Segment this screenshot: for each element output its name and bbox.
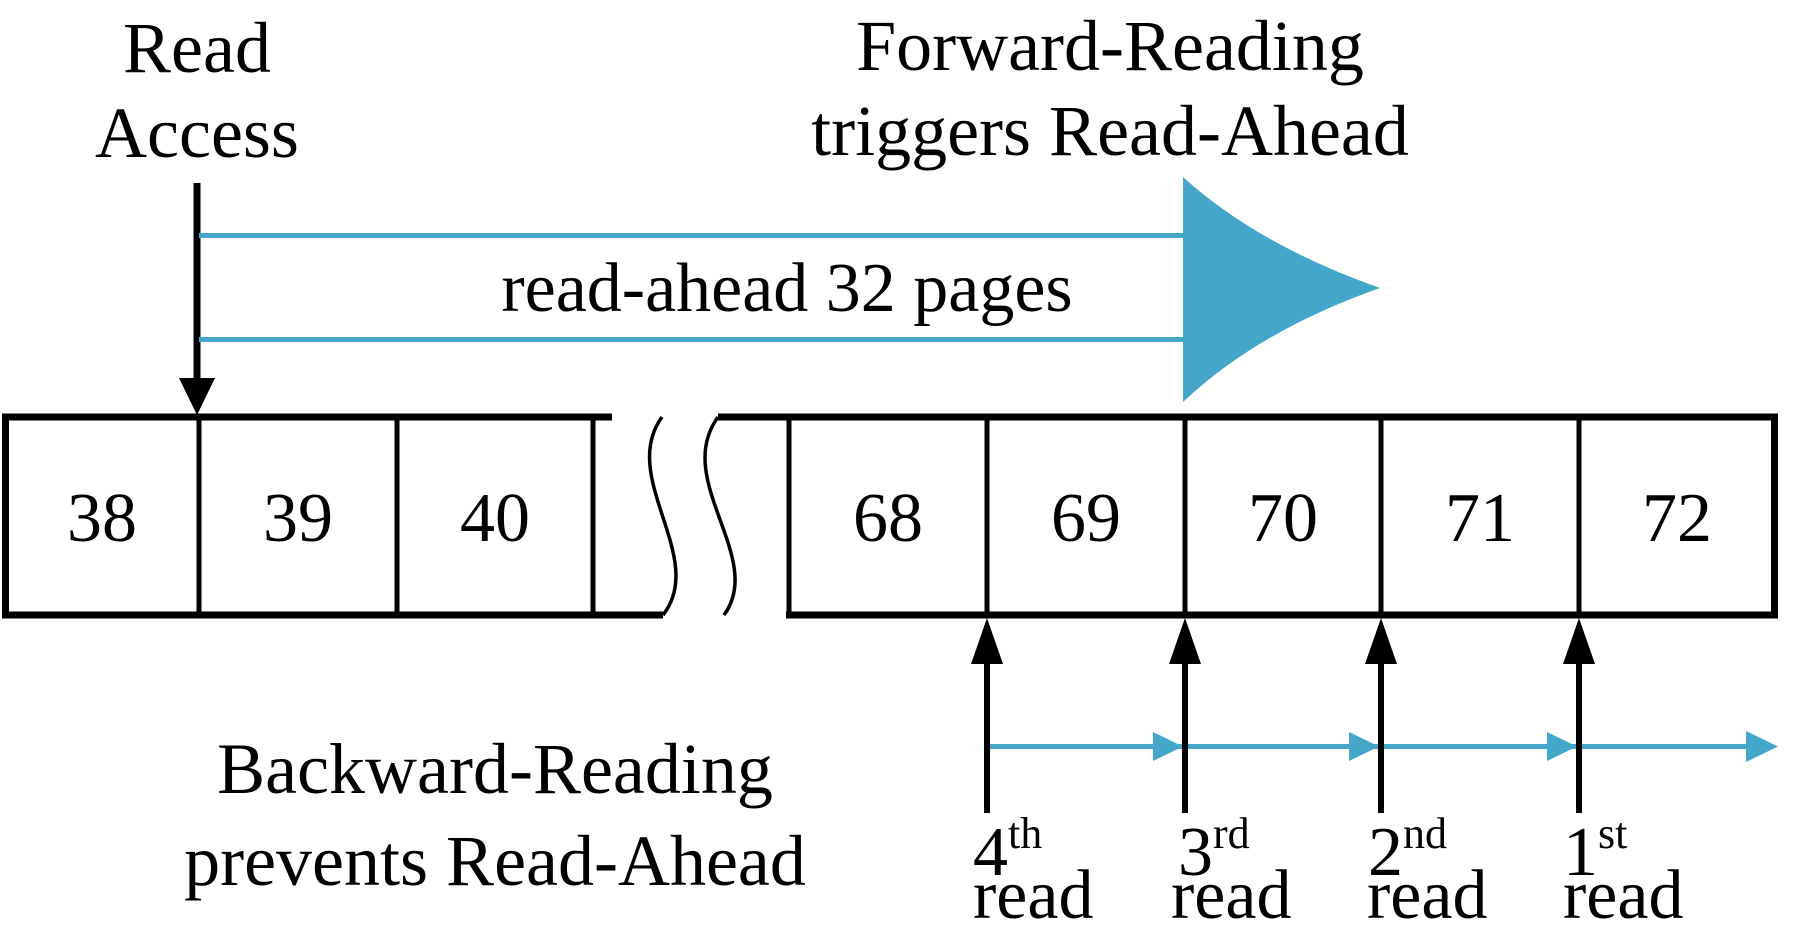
read-access-label-line1: Read <box>123 8 271 88</box>
read-ahead-arrow-label: read-ahead 32 pages <box>501 250 1072 327</box>
backward-reading-label-line1: Backward-Reading <box>217 729 773 809</box>
up-arrow-head-icon <box>971 618 1003 664</box>
read-ahead-arrow <box>199 177 1380 402</box>
read-access-arrow-shaft <box>193 183 201 380</box>
read-marker-shaft <box>1576 660 1582 813</box>
read-order-word-4th: read <box>973 857 1093 934</box>
read-marker-arrow-1st <box>1563 618 1595 813</box>
backward-reading-label-line2: prevents Read-Ahead <box>184 821 806 901</box>
read-marker-arrow-3rd <box>1169 618 1201 813</box>
read-order-label-4th: 4th <box>973 809 1042 891</box>
read-order-word-3rd: read <box>1171 857 1291 934</box>
read-ahead-arrow-bottom-line <box>199 337 1185 342</box>
page-box-68: 68 <box>853 480 923 557</box>
strip-tear-right-icon <box>703 415 737 617</box>
read-marker-shaft <box>984 660 990 813</box>
read-order-word-1st: read <box>1563 857 1683 934</box>
backward-scan-arrow-head-icon <box>1153 732 1183 761</box>
strip-tear-left-icon <box>647 415 678 617</box>
read-order-label-3rd: 3rd <box>1178 809 1250 891</box>
read-marker-arrows <box>971 618 1595 813</box>
page-box-72: 72 <box>1642 480 1712 557</box>
read-access-arrow <box>179 183 215 415</box>
up-arrow-head-icon <box>1365 618 1397 664</box>
read-access-arrow-head-icon <box>179 378 215 415</box>
backward-scan-arrow-head-icon <box>1746 731 1778 762</box>
read-order-label-1st: 1st <box>1563 809 1627 891</box>
forward-reading-label-line1: Forward-Reading <box>856 6 1364 86</box>
backward-scan-arrow <box>987 731 1778 762</box>
read-order-word-2nd: read <box>1367 857 1487 934</box>
forward-reading-label-line2: triggers Read-Ahead <box>811 91 1409 171</box>
read-order-labels: 4th read 3rd read 2nd read 1st read <box>973 809 1683 934</box>
read-marker-arrow-4th <box>971 618 1003 813</box>
page-box-40: 40 <box>460 480 530 557</box>
read-marker-shaft <box>1378 660 1384 813</box>
page-box-39: 39 <box>263 480 333 557</box>
read-order-label-2nd: 2nd <box>1368 809 1447 891</box>
page-box-70: 70 <box>1248 480 1318 557</box>
read-ahead-arrow-head-icon <box>1183 177 1380 402</box>
backward-scan-arrow-head-icon <box>1547 732 1577 761</box>
read-marker-arrow-2nd <box>1365 618 1397 813</box>
read-access-label-line2: Access <box>95 93 299 173</box>
page-box-69: 69 <box>1051 480 1121 557</box>
backward-scan-arrow-head-icon <box>1349 732 1379 761</box>
page-box-71: 71 <box>1445 480 1515 557</box>
up-arrow-head-icon <box>1563 618 1595 664</box>
up-arrow-head-icon <box>1169 618 1201 664</box>
read-ahead-arrow-top-line <box>199 233 1185 238</box>
page-strip: 38 39 40 68 69 70 71 72 <box>2 413 1778 619</box>
read-marker-shaft <box>1182 660 1188 813</box>
page-box-38: 38 <box>67 480 137 557</box>
